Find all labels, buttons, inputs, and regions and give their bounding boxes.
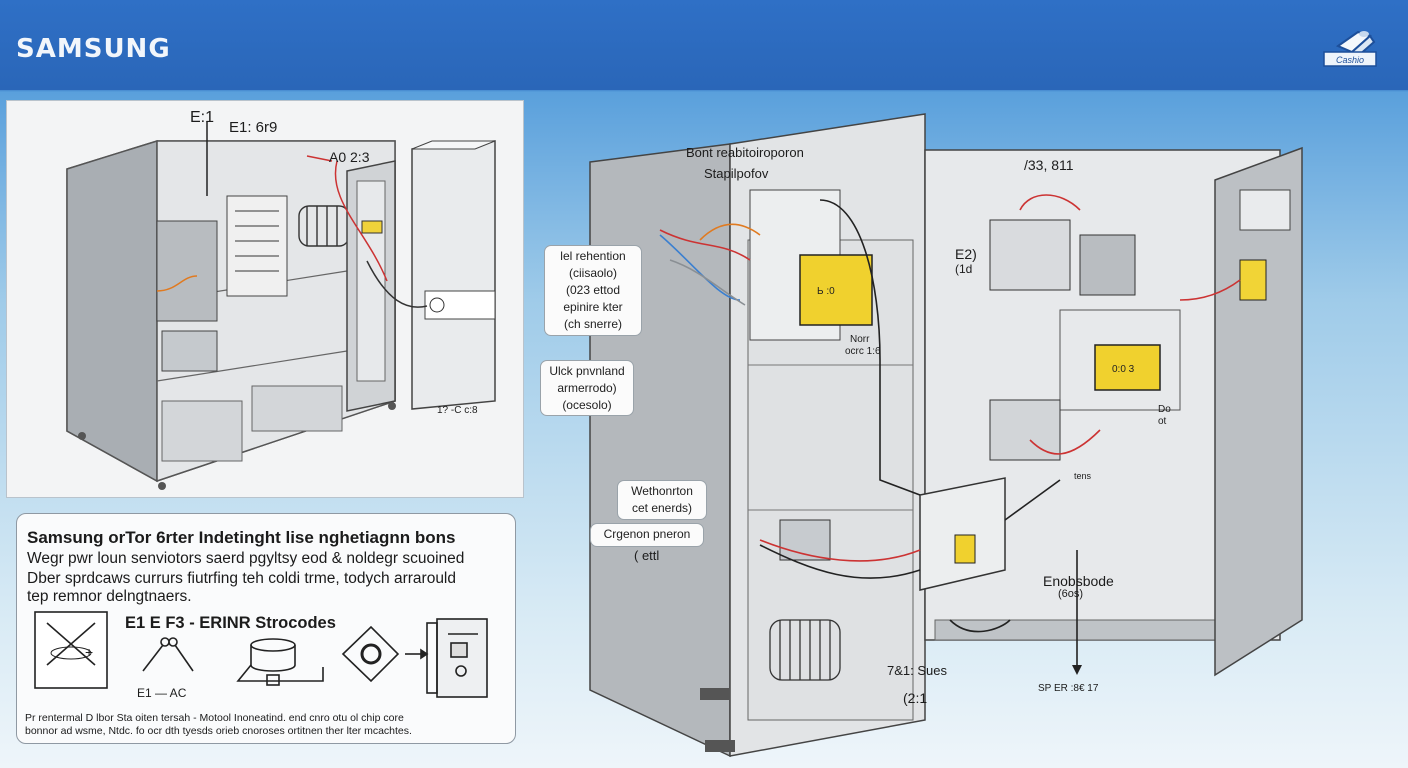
callout-unit: Ulck pnvnland armerrodo) (ocesolo) bbox=[540, 360, 634, 416]
unit-icon bbox=[426, 618, 488, 698]
callout-cargo-pneron: Crgenon pneron bbox=[590, 523, 704, 547]
info-line-3: tep remnor delngtnaers. bbox=[27, 588, 192, 605]
callout-wet-condition: Wethonrton cet enerds) bbox=[617, 480, 707, 520]
callout-3-line-2: cet enerds) bbox=[631, 501, 693, 515]
right-small-label-1: Norr bbox=[850, 334, 870, 345]
info-icons-row: + bbox=[34, 611, 488, 698]
info-title: Samsung orTor 6rter Indetinght lise nghe… bbox=[27, 528, 456, 547]
yellow-module-label-2: 0:0 3 bbox=[1112, 364, 1135, 375]
right-small-label-4: ot bbox=[1158, 416, 1167, 427]
right-label-bottom-3: SP ER :8€ 17 bbox=[1038, 683, 1099, 694]
left-label-a0: A0 2:3 bbox=[329, 149, 370, 165]
compressor-icon bbox=[236, 638, 324, 686]
callout-4-line-2: ( ettl bbox=[634, 548, 660, 563]
callout-1-line-1: lel rehention bbox=[560, 249, 626, 263]
brand-logo-text: SAMSUNG bbox=[16, 34, 171, 64]
svg-text:+: + bbox=[85, 644, 93, 660]
brand-emblem-text: Cashio bbox=[1336, 55, 1364, 65]
right-fridge-illustration: Ь :0 0:0 3 bbox=[589, 113, 1303, 758]
callout-1-line-5: (ch snerre) bbox=[563, 317, 622, 331]
info-panel: Samsung orTor 6rter Indetinght lise nghe… bbox=[16, 513, 516, 744]
left-diagram-panel: E:1 E1: 6r9 A0 2:3 1? -C c:8 bbox=[6, 100, 524, 498]
right-small-label-3: Do bbox=[1158, 404, 1171, 415]
right-label-bottom-2: (2:1 bbox=[903, 690, 928, 706]
callout-1-line-2: (ciisaolo) bbox=[568, 266, 617, 280]
right-small-label-2: ocrc 1:6 bbox=[845, 346, 881, 357]
callout-1-line-4: epinire kter bbox=[563, 300, 623, 314]
info-line-2: Dber sprdcaws currurs fiutrfing teh cold… bbox=[27, 570, 456, 587]
left-label-e1: E:1 bbox=[190, 109, 215, 126]
right-label-code-1: /33, 811 bbox=[1024, 157, 1074, 173]
tools-icon bbox=[142, 637, 194, 672]
info-footnote-1: Pr rentermal D lbor Sta oiten tersah - M… bbox=[25, 712, 404, 724]
left-label-e1-code: E1: 6r9 bbox=[229, 119, 278, 136]
right-label-endbox-sub: (6os) bbox=[1058, 588, 1084, 600]
thermostat-icon bbox=[341, 625, 429, 683]
callout-refrigeration: lel rehention (ciisaolo) (023 ettod epin… bbox=[544, 245, 642, 336]
left-label-bottom: 1? -C c:8 bbox=[437, 405, 478, 416]
callout-3-line-1: Wethonrton bbox=[631, 484, 693, 498]
callout-2-line-2: armerrodo) bbox=[557, 381, 617, 395]
info-footnote-2: bonnor ad wsme, Ntdc. fo ocr dth tyesds … bbox=[25, 725, 412, 737]
callout-4-line-1: Crgenon pneron bbox=[603, 527, 691, 541]
right-label-e2: E2) bbox=[955, 246, 977, 262]
tools-icon-label: E1 — AC bbox=[137, 686, 187, 700]
right-label-e2-sub: (1d bbox=[955, 262, 973, 276]
right-label-endbox: Enobsbode bbox=[1043, 573, 1114, 589]
right-small-label-5: tens bbox=[1074, 471, 1092, 481]
callout-2-line-3: (ocesolo) bbox=[562, 398, 612, 412]
header-bar: SAMSUNG Cashio bbox=[0, 0, 1408, 90]
info-line-1: Wegr pwr loun senviotors saerd pgyltsy e… bbox=[27, 550, 465, 567]
right-label-bottom-1: 7&1: Sues bbox=[887, 663, 947, 678]
left-fridge-illustration bbox=[66, 121, 496, 490]
right-label-top-1: Bont reabitoiroporon bbox=[686, 145, 804, 160]
error-codes-title: E1 E F3 - ERINR Strocodes bbox=[125, 614, 336, 632]
right-label-top-2: Stapilpofov bbox=[704, 166, 769, 181]
yellow-module-label-1: Ь :0 bbox=[817, 286, 835, 297]
no-service-icon: + bbox=[34, 611, 108, 689]
brand-emblem-icon: Cashio bbox=[1323, 30, 1377, 67]
callout-1-line-3: (023 ettod bbox=[565, 283, 621, 297]
callout-2-line-1: Ulck pnvnland bbox=[549, 364, 625, 378]
